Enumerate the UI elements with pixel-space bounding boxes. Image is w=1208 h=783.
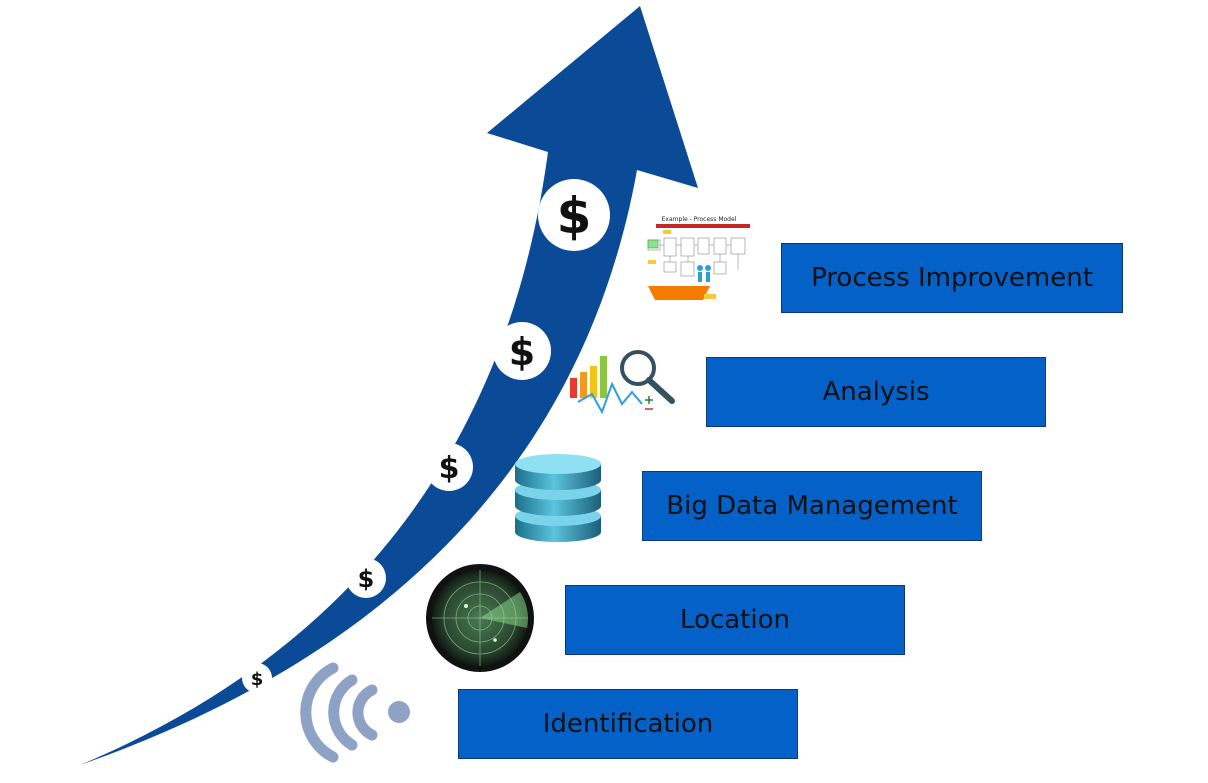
dollar-coin-4: $ [493, 322, 551, 380]
wireless-signal-icon [300, 662, 410, 763]
step-location: Location [565, 585, 905, 655]
step-identification: Identification [458, 689, 798, 759]
step-label: Location [680, 605, 790, 635]
step-analysis: Analysis [706, 357, 1046, 427]
dollar-coin-5: $ [538, 179, 610, 251]
svg-text:$: $ [251, 669, 264, 690]
step-label: Process Improvement [811, 263, 1093, 293]
dollar-coin-3: $ [425, 443, 473, 491]
radar-icon [426, 564, 534, 672]
process-model-icon: Example - Process Model [647, 216, 750, 300]
svg-text:$: $ [509, 330, 535, 374]
step-label: Analysis [822, 377, 930, 407]
process-model-title: Example - Process Model [662, 216, 737, 223]
svg-text:$: $ [439, 451, 460, 486]
svg-text:$: $ [557, 187, 592, 245]
step-label: Identification [542, 709, 714, 739]
step-label: Big Data Management [666, 491, 958, 521]
step-process-improvement: Process Improvement [781, 243, 1123, 313]
step-big-data-management: Big Data Management [642, 471, 982, 541]
chart-magnifier-icon [570, 350, 675, 415]
dollar-coin-2: $ [346, 558, 386, 598]
growth-arrow [80, 6, 698, 765]
database-icon [515, 454, 601, 542]
dollar-coin-1: $ [242, 663, 272, 693]
svg-text:$: $ [358, 565, 375, 593]
